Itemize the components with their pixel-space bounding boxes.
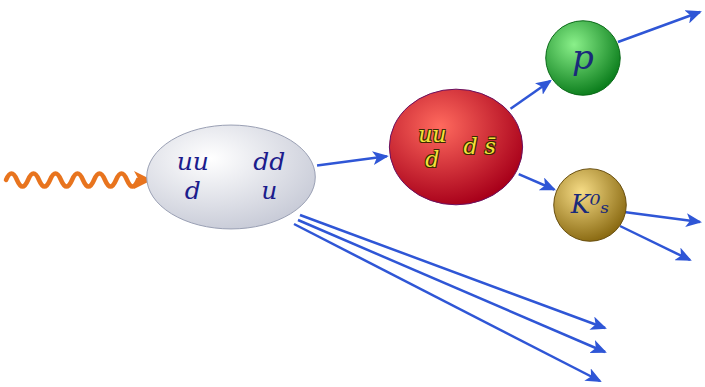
decay-arrow (519, 174, 555, 189)
nucleus-shape (145, 124, 317, 230)
quark-cluster: uu d (172, 148, 215, 206)
kaon-node: K⁰ₛ (553, 168, 627, 242)
particle-label: p (572, 38, 594, 77)
particle-track (300, 215, 605, 328)
particle-label: K⁰ₛ (571, 190, 610, 220)
photon-wave (6, 174, 148, 187)
particle-track (624, 212, 700, 222)
quark-cluster: dd u (248, 148, 291, 206)
decay-arrow (317, 156, 387, 165)
proton-node: p (545, 20, 621, 96)
quark-cluster: uu d (414, 122, 451, 173)
particle-track (618, 12, 700, 42)
pentaquark-shape (388, 88, 524, 206)
decay-arrow (511, 81, 551, 109)
particle-track (620, 226, 690, 260)
pentaquark-node: uu d d s̄ (388, 88, 524, 206)
particle-track (294, 224, 600, 381)
quark-cluster: d s̄ (461, 134, 498, 159)
nucleus-node: uu d dd u (145, 124, 317, 230)
particle-track (298, 220, 605, 352)
